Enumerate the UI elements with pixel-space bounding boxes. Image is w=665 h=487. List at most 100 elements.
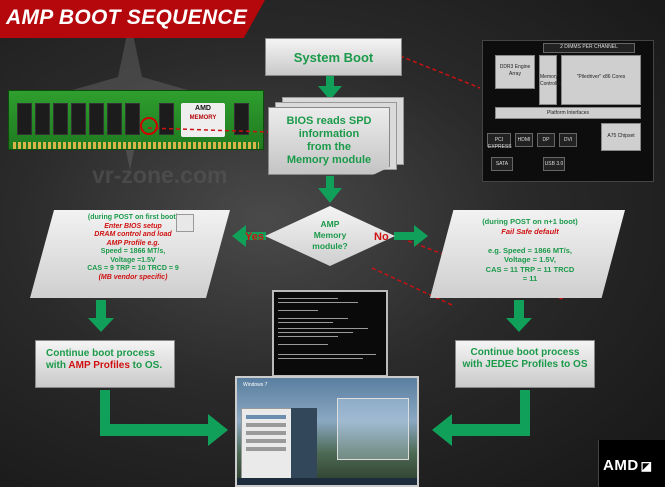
start-menu-item — [246, 439, 286, 443]
terminal-line — [278, 328, 368, 329]
chipset-block: Platform Interfaces — [495, 107, 641, 119]
terminal-line — [278, 332, 353, 333]
terminal-line — [278, 318, 348, 319]
amp-profiles-highlight: AMP Profiles — [68, 360, 130, 371]
branch-line: CAS = 11 TRP = 11 TRCD — [485, 264, 575, 274]
memory-chip — [35, 103, 50, 135]
chipset-port: SATA — [491, 157, 513, 171]
left-branch-node — [30, 210, 230, 298]
memory-chip — [234, 103, 249, 135]
decision-line: Memory — [313, 230, 347, 240]
amd-logo-box — [598, 440, 665, 487]
chipset-block: Memory Controller — [539, 55, 562, 105]
arrow-down-icon — [318, 176, 342, 203]
chipset-diagram: 2 DIMMS PER CHANNEL DDR3 Engine Array Me… — [482, 40, 654, 182]
terminal-line — [278, 358, 363, 359]
memory-chip — [159, 103, 174, 135]
chipset-port: DVI — [559, 133, 577, 147]
dashed-link-right — [394, 235, 566, 301]
page-title: AMP BOOT SEQUENCE — [6, 6, 248, 29]
arrow-down-icon — [318, 74, 342, 100]
left-branch-text: (during POST on first boot)Enter BIOS se… — [58, 214, 208, 282]
windows-desktop-image: Windows 7 — [235, 376, 419, 487]
arrow-to-os-icon — [432, 390, 530, 446]
right-branch-text: (during POST on n+1 boot)Fail Safe defau… — [465, 217, 595, 284]
chipset-block: "Piledriver" x86 Cores — [561, 55, 641, 105]
chipset-port: USB 3.0 — [543, 157, 565, 171]
start-menu-item — [246, 423, 286, 427]
branch-line: e.g. Speed = 1866 MT/s, — [488, 245, 572, 255]
bios-line: from the — [306, 141, 351, 153]
start-menu-item — [246, 431, 286, 435]
branch-line: (during POST on first boot) — [87, 214, 179, 221]
windows-logo-label: Windows 7 — [243, 382, 268, 388]
branch-line: Speed = 1866 MT/s, — [100, 248, 166, 255]
bios-line: BIOS reads SPD — [286, 115, 372, 127]
start-menu-item — [246, 447, 286, 451]
memory-chip — [17, 103, 32, 135]
branch-line: DRAM control and load — [94, 231, 172, 238]
start-menu-right-pane — [291, 408, 317, 478]
badge-brand: AMD — [195, 105, 211, 112]
decision-text: AMP Memory module? — [300, 219, 360, 252]
terminal-line — [278, 298, 338, 299]
yes-label: Yes — [245, 231, 264, 243]
branch-line: Fail Safe default — [501, 226, 559, 236]
branch-line: CAS = 9 TRP = 10 TRCD = 9 — [87, 265, 179, 272]
bios-line: Memory module — [286, 154, 372, 166]
continue-jedec-node: Continue boot process with JEDEC Profile… — [455, 340, 595, 388]
decision-line: AMP — [320, 219, 340, 229]
title-bar — [0, 0, 265, 38]
branch-line: Voltage =1.5V — [110, 256, 156, 264]
start-menu-item — [246, 415, 286, 419]
branch-line: (MB vendor specific) — [98, 273, 168, 281]
memory-module-image: AMD MEMORY — [8, 90, 264, 150]
chipset-port: DP — [537, 133, 555, 147]
dashed-link-terminal — [371, 267, 453, 306]
start-menu — [241, 408, 293, 480]
bios-terminal-screen — [272, 290, 388, 377]
branch-line: Enter BIOS setup — [104, 222, 162, 230]
terminal-line — [278, 310, 318, 311]
right-branch-node — [430, 210, 625, 298]
amd-arrow-icon: ◪ — [640, 459, 653, 473]
arrow-to-os-icon — [100, 390, 228, 446]
memory-chip — [125, 103, 140, 135]
memory-chip — [71, 103, 86, 135]
memory-chip — [107, 103, 122, 135]
amd-memory-badge: AMD MEMORY — [181, 103, 225, 137]
arrow-right-icon — [394, 225, 428, 247]
bios-reads-spd-node: BIOS reads SPD information from the Memo… — [268, 107, 390, 175]
chipset-block: A75 Chipset — [601, 123, 641, 151]
amd-memory-badge-icon — [176, 214, 194, 232]
branch-line: (during POST on n+1 boot) — [482, 217, 578, 226]
spd-chip-highlight — [140, 117, 158, 135]
branch-line: AMP Profile e.g. — [106, 239, 160, 247]
chipset-top-label: 2 DIMMS PER CHANNEL — [543, 43, 635, 53]
desktop-gadget — [337, 398, 409, 460]
no-label: No — [374, 231, 389, 243]
arrow-down-icon — [506, 300, 532, 332]
terminal-line — [278, 344, 328, 345]
taskbar — [237, 478, 417, 485]
amd-logo-text: AMD — [603, 457, 639, 474]
decision-line: module? — [312, 241, 348, 251]
terminal-line — [278, 336, 338, 337]
system-boot-node: System Boot — [265, 38, 402, 76]
branch-line: Voltage = 1.5V, — [504, 255, 556, 264]
memory-chip — [89, 103, 104, 135]
watermark: vr-zone.com — [92, 162, 228, 188]
continue-text: to OS. — [129, 360, 163, 371]
dashed-link-chipset — [399, 55, 481, 89]
arrow-left-icon — [232, 225, 266, 247]
bios-line: information — [298, 128, 360, 140]
arrow-down-icon — [88, 300, 114, 332]
terminal-line — [278, 322, 333, 323]
memory-pins — [13, 142, 259, 149]
continue-amp-node: Continue boot process with AMP Profiles … — [35, 340, 175, 388]
branch-line — [465, 236, 595, 246]
chipset-port: PCI EXPRESS — [487, 133, 512, 150]
badge-label: MEMORY — [189, 115, 217, 121]
